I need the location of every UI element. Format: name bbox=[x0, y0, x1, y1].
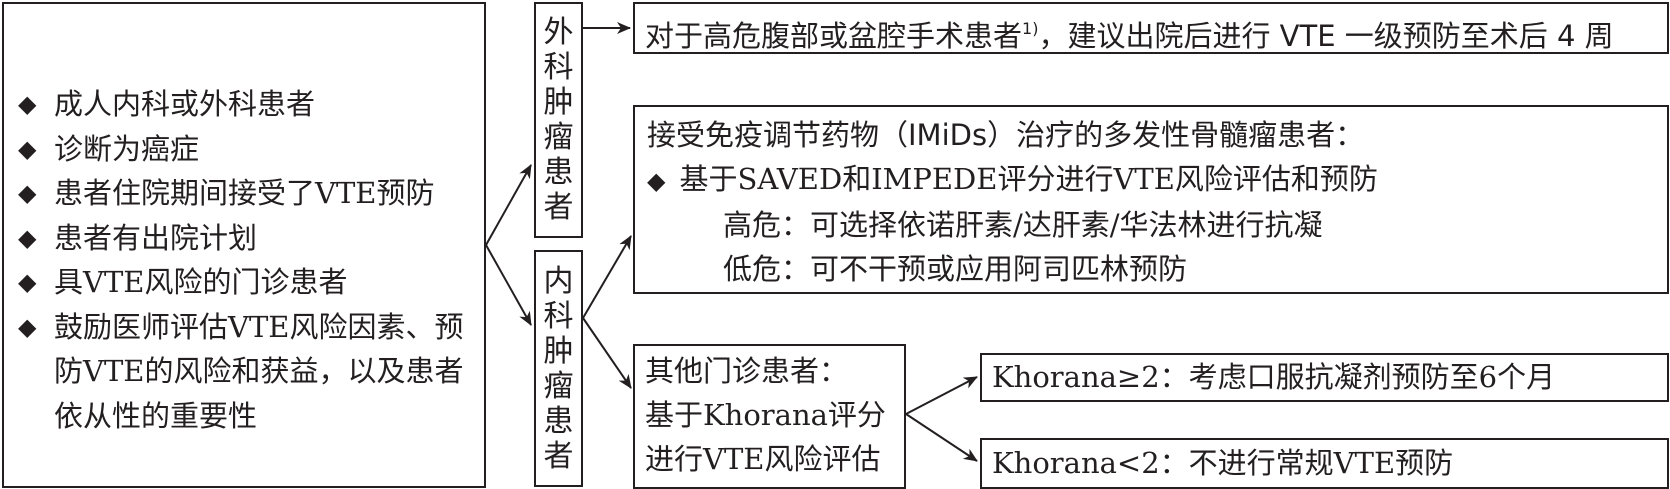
criteria-item-continued: 防VTE的风险和获益，以及患者 bbox=[18, 349, 472, 394]
arrow-to-imids bbox=[582, 235, 632, 319]
surgical-rec-text-tail: ，建议出院后进行 VTE 一级预防至术后 4 周 bbox=[1038, 19, 1614, 53]
imids-bullet-line: ◆ 基于SAVED和IMPEDE评分进行VTE风险评估和预防 bbox=[647, 157, 1655, 203]
label-char: 科 bbox=[543, 50, 574, 85]
label-char: 科 bbox=[543, 298, 574, 334]
criteria-text: 诊断为癌症 bbox=[54, 131, 200, 166]
criteria-item-continued: 依从性的重要性 bbox=[18, 394, 472, 439]
label-char: 瘤 bbox=[543, 368, 574, 404]
diamond-bullet-icon: ◆ bbox=[18, 134, 37, 163]
label-char: 肿 bbox=[543, 333, 574, 369]
arrow-to-medical bbox=[485, 244, 532, 326]
criteria-item: ◆ 成人内科或外科患者 bbox=[18, 82, 472, 127]
other-outpatients-box: 其他门诊患者： 基于Khorana评分 进行VTE风险评估 bbox=[633, 344, 906, 489]
surgical-rec-text: 对于高危腹部或盆腔手术患者 bbox=[645, 19, 1023, 53]
label-char: 患 bbox=[543, 403, 574, 439]
khorana-high-box: Khorana≥2：考虑口服抗凝剂预防至6个月 bbox=[980, 353, 1669, 402]
other-line: 进行VTE风险评估 bbox=[645, 442, 881, 476]
label-char: 患 bbox=[543, 155, 574, 190]
footnote-marker: 1) bbox=[1022, 19, 1039, 38]
other-heading: 其他门诊患者： bbox=[645, 354, 849, 388]
criteria-text: 鼓励医师评估VTE风险因素、预 bbox=[54, 309, 464, 344]
diamond-bullet-icon: ◆ bbox=[647, 167, 666, 195]
criteria-item: ◆ 患者住院期间接受了VTE预防 bbox=[18, 171, 472, 216]
label-char: 者 bbox=[543, 438, 574, 474]
medical-oncology-label: 内 科 肿 瘤 患 者 bbox=[534, 250, 583, 487]
arrow-to-khorana-low bbox=[905, 413, 978, 462]
criteria-text: 依从性的重要性 bbox=[54, 398, 258, 433]
label-char: 瘤 bbox=[543, 120, 574, 155]
criteria-list: ◆ 成人内科或外科患者 ◆ 诊断为癌症 ◆ 患者住院期间接受了VTE预防 ◆ 患者有出院… bbox=[18, 82, 472, 438]
criteria-text: 患者住院期间接受了VTE预防 bbox=[54, 176, 435, 210]
inclusion-criteria-box: ◆ 成人内科或外科患者 ◆ 诊断为癌症 ◆ 患者住院期间接受了VTE预防 ◆ 患者有出院… bbox=[2, 2, 486, 488]
imids-bullet-text: 基于SAVED和IMPEDE评分进行VTE风险评估和预防 bbox=[679, 162, 1378, 196]
diamond-bullet-icon: ◆ bbox=[18, 223, 37, 252]
criteria-text: 具VTE风险的门诊患者 bbox=[54, 265, 348, 299]
arrow-to-khorana-high bbox=[905, 376, 978, 415]
khorana-low-box: Khorana<2：不进行常规VTE预防 bbox=[980, 438, 1669, 489]
surgical-oncology-label: 外 科 肿 瘤 患 者 bbox=[534, 2, 583, 238]
label-char: 者 bbox=[543, 190, 574, 225]
criteria-item: ◆ 诊断为癌症 bbox=[18, 127, 472, 172]
arrow-to-surgical bbox=[485, 164, 532, 246]
criteria-item: ◆ 鼓励医师评估VTE风险因素、预 bbox=[18, 305, 472, 350]
diamond-bullet-icon: ◆ bbox=[18, 312, 37, 341]
diamond-bullet-icon: ◆ bbox=[18, 268, 37, 296]
label-char: 内 bbox=[543, 263, 574, 299]
imids-heading: 接受免疫调节药物（IMiDs）治疗的多发性骨髓瘤患者： bbox=[647, 118, 1365, 152]
criteria-item: ◆ 患者有出院计划 bbox=[18, 216, 472, 261]
other-line: 基于Khorana评分 bbox=[645, 398, 886, 432]
criteria-item: ◆ 具VTE风险的门诊患者 bbox=[18, 260, 472, 305]
criteria-text: 防VTE的风险和获益，以及患者 bbox=[54, 354, 464, 388]
imids-low-risk: 低危：可不干预或应用阿司匹林预防 bbox=[723, 252, 1188, 286]
diamond-bullet-icon: ◆ bbox=[18, 179, 37, 207]
criteria-text: 患者有出院计划 bbox=[54, 220, 258, 255]
surgical-recommendation-box: 对于高危腹部或盆腔手术患者1)，建议出院后进行 VTE 一级预防至术后 4 周 bbox=[633, 2, 1669, 54]
label-char: 肿 bbox=[543, 85, 574, 120]
diamond-bullet-icon: ◆ bbox=[18, 90, 37, 118]
criteria-text: 成人内科或外科患者 bbox=[54, 87, 316, 121]
imids-myeloma-box: 接受免疫调节药物（IMiDs）治疗的多发性骨髓瘤患者： ◆ 基于SAVED和IMP… bbox=[633, 105, 1669, 294]
imids-high-risk: 高危：可选择依诺肝素/达肝素/华法林进行抗凝 bbox=[723, 208, 1323, 242]
label-char: 外 bbox=[543, 15, 574, 50]
arrow-to-other bbox=[582, 317, 632, 389]
